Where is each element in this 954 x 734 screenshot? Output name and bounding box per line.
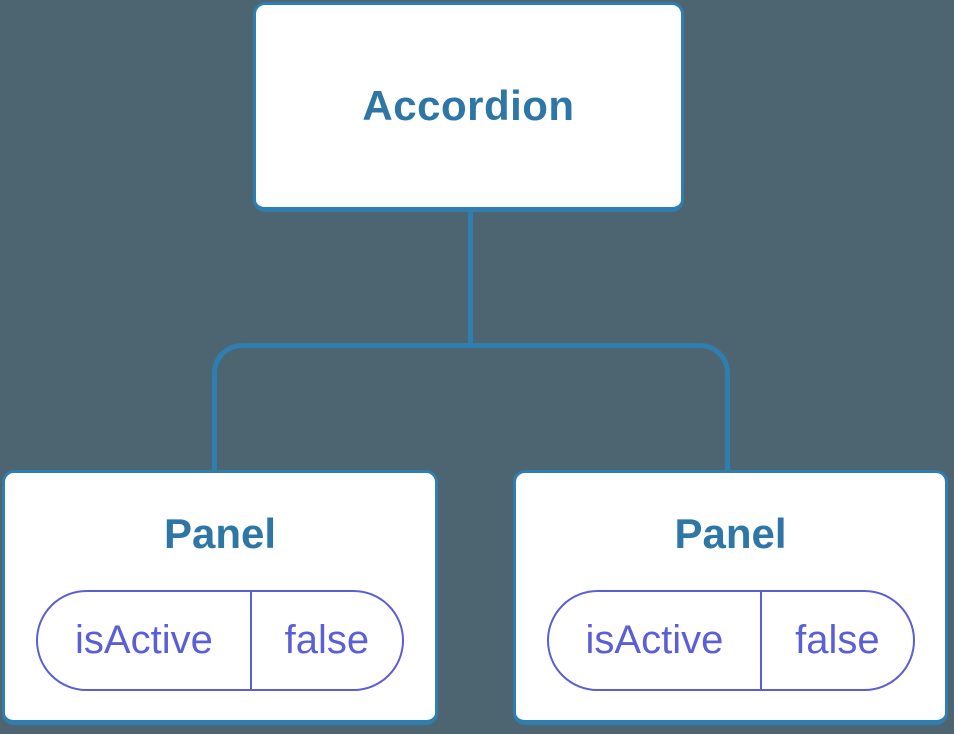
state-key: isActive — [549, 592, 763, 689]
connector-bracket — [212, 343, 730, 473]
panel-node-label: Panel — [674, 510, 787, 557]
state-pill: isActive false — [546, 590, 915, 691]
state-value: false — [284, 618, 370, 662]
state-value: false — [795, 618, 880, 662]
accordion-node: Accordion — [253, 2, 684, 212]
state-pill: isActive false — [36, 590, 404, 691]
connector-stem — [468, 211, 473, 345]
panel-node: Panel isActive false — [2, 470, 438, 725]
state-key: isActive — [38, 592, 252, 689]
panel-node-label: Panel — [163, 510, 277, 557]
panel-node: Panel isActive false — [513, 470, 948, 725]
accordion-node-label: Accordion — [362, 82, 575, 129]
